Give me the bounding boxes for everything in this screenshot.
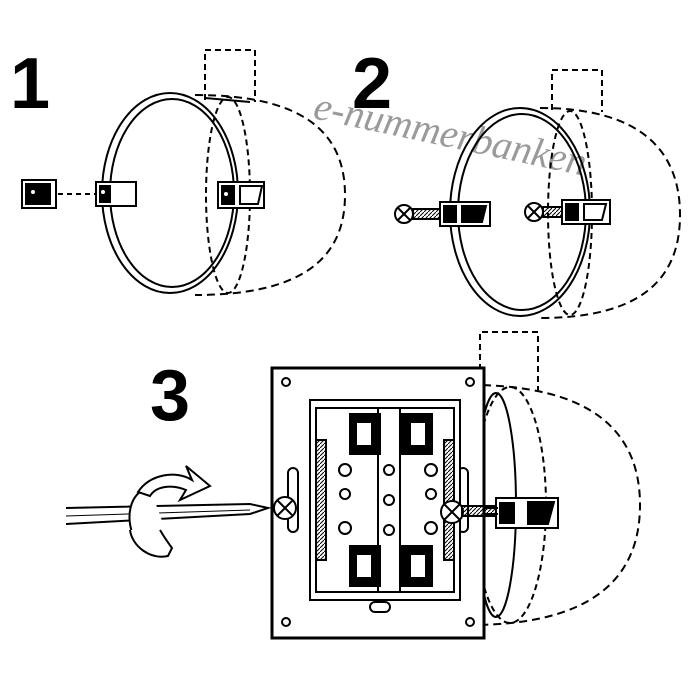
step-3-box	[469, 331, 642, 626]
step-3-claw-screw-left	[273, 496, 297, 520]
step-1-number: 1	[10, 44, 50, 124]
step-3-number: 3	[150, 356, 190, 436]
step-1-loose-clip	[21, 179, 96, 209]
step-3-box-clip	[470, 497, 559, 529]
step-1-mounting-clip-right	[217, 181, 265, 209]
step-1-box	[101, 49, 347, 296]
step-2-number: 2	[352, 44, 392, 124]
step-3-claw-screw-right	[440, 500, 497, 524]
step-3-rotation-arrow-icon	[128, 465, 212, 558]
step-2-box	[449, 69, 682, 319]
step-2-screw-right	[524, 199, 611, 225]
step-1-mounting-clip-left	[95, 181, 137, 207]
step-3-socket-insert	[309, 399, 461, 601]
step-3-screwdriver	[65, 502, 272, 525]
step-2-screw-left	[394, 201, 491, 227]
